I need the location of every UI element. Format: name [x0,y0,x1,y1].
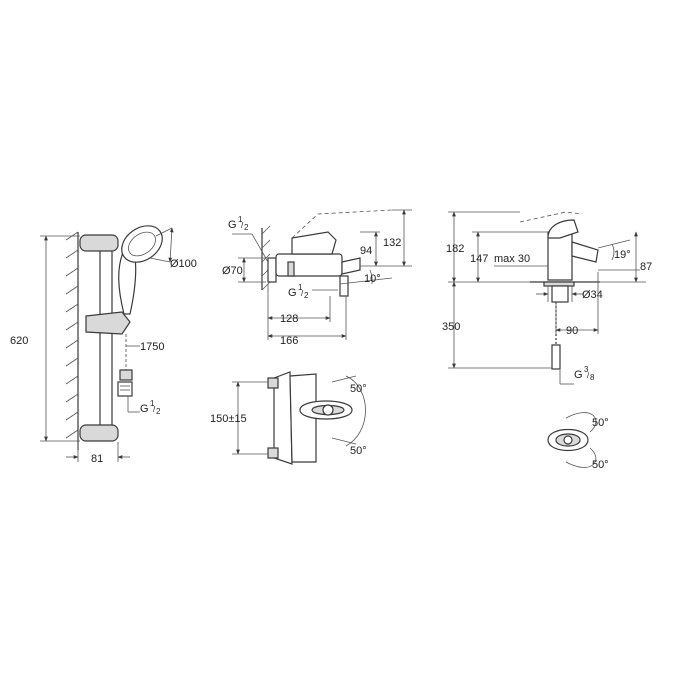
label-150-15: 150±15 [210,413,247,425]
label-620: 620 [10,335,28,347]
mixer-handle [291,231,337,255]
label-d100: Ø100 [170,258,197,270]
label-g-shower: G [140,403,149,415]
label-147: 147 [470,253,488,265]
bath-mixer-front-view: 50° 50° 150±15 [210,371,367,465]
dimension-81 [66,442,130,462]
label-front-50-bottom: 50° [350,445,367,457]
label-basin-50-bottom: 50° [592,459,609,471]
shower-rail [79,234,119,442]
label-132: 132 [383,237,401,249]
basin-mixer-side-view: 182 147 max 30 19° 87 Ø34 350 90 G [442,211,652,385]
mixer-spout [341,257,361,275]
svg-text:/: / [241,221,244,230]
label-90: 90 [566,325,578,337]
label-94: 94 [360,245,372,257]
basin-body [547,231,573,281]
svg-text:/: / [153,405,156,414]
svg-text:1: 1 [238,215,243,224]
svg-text:/: / [301,289,304,298]
label-basin-50-top: 50° [592,417,609,429]
bath-mixer-side-view: G 1 / 2 Ø70 G 1 / 2 94 132 10° 128 [222,209,412,347]
label-350: 350 [442,321,460,333]
diverter [339,275,349,297]
handshower [118,225,163,315]
label-max30: max 30 [494,253,530,265]
label-d34: Ø34 [582,289,603,301]
label-166: 166 [280,335,298,347]
svg-text:2: 2 [244,223,249,232]
label-g-outlet: G [288,287,297,299]
basin-spout [571,241,599,263]
shower-hose [117,334,133,397]
svg-text:/: / [587,371,590,380]
label-d70: Ø70 [222,265,243,277]
label-128: 128 [280,313,298,325]
label-10deg: 10° [364,273,381,285]
shower-set-view: 620 Ø100 1750 G 1 / 2 81 [10,225,197,465]
shower-wall [65,231,79,450]
basin-handle [547,219,579,239]
label-87: 87 [640,261,652,273]
label-front-50-top: 50° [350,383,367,395]
dimension-620 [40,235,80,442]
svg-text:3: 3 [584,365,589,374]
label-19deg: 19° [614,249,631,261]
svg-text:2: 2 [304,291,309,300]
svg-text:1: 1 [298,283,303,292]
svg-text:8: 8 [590,373,595,382]
label-182: 182 [446,243,464,255]
label-1750: 1750 [140,341,164,353]
label-g-shower-num: 1 [150,399,155,408]
label-g-top: G [228,219,237,231]
label-g-basin: G [574,369,583,381]
shower-slider [85,311,131,335]
mixer-body [275,253,343,277]
label-81: 81 [91,453,103,465]
basin-mixer-top-view: 50° 50° [547,412,609,471]
escutcheon [267,257,277,283]
label-g-shower-den: 2 [156,407,161,416]
